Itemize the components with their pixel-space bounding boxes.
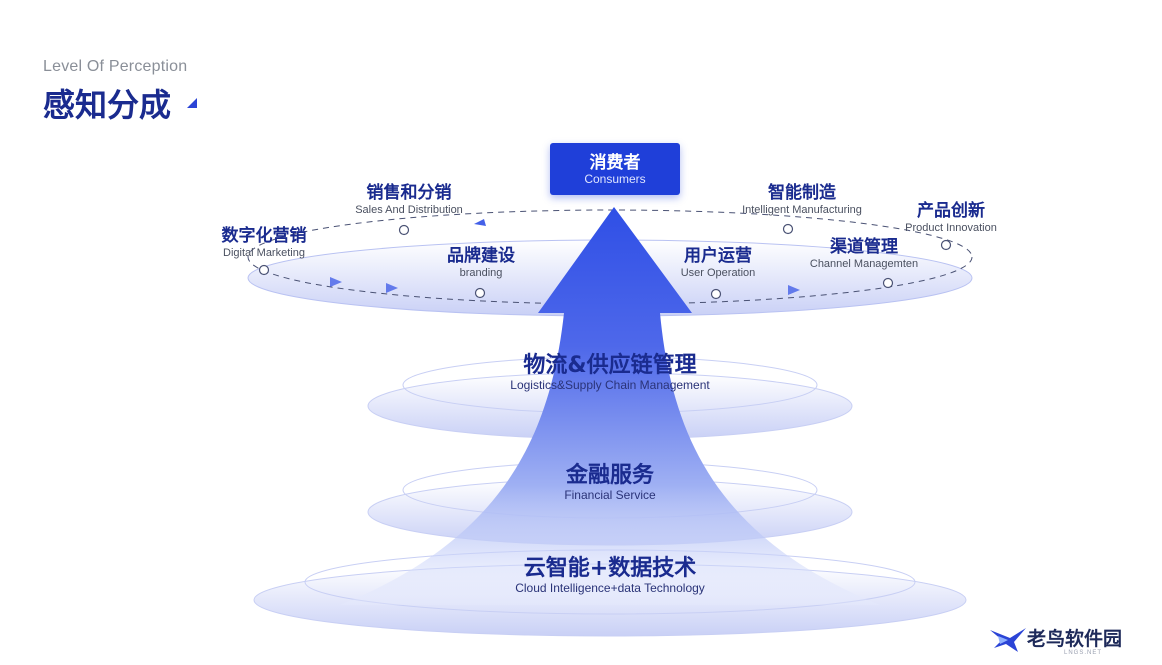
node-digital-marketing: 数字化营销 Digital Marketing [222, 226, 307, 261]
layer-label-cn: 物流&供应链管理 [523, 353, 697, 378]
node-user-operation: 用户运营 User Operation [681, 246, 756, 281]
node-label-en: Sales And Distribution [355, 204, 463, 216]
node-label-cn: 品牌建设 [447, 246, 515, 266]
node-channel-management: 渠道管理 Channel Managemten [810, 237, 918, 272]
ring-arrows [330, 219, 800, 295]
node-label-en: Digital Marketing [223, 247, 305, 259]
consumers-label-cn: 消费者 [589, 153, 641, 173]
node-label-en: branding [459, 267, 503, 279]
watermark: 老鸟软件园 LNGS.NET [960, 612, 1162, 665]
node-label-cn: 渠道管理 [830, 237, 898, 257]
node-label-en: User Operation [680, 267, 756, 279]
watermark-sub: LNGS.NET [1064, 650, 1103, 656]
layer-logistics: 物流&供应链管理 Logistics&Supply Chain Manageme… [510, 353, 709, 392]
layer-label-en: Financial Service [564, 488, 656, 502]
title-corner-mark [187, 98, 197, 108]
node-label-cn: 销售和分销 [366, 183, 452, 203]
node-label-cn: 智能制造 [767, 183, 836, 203]
node-product-innovation: 产品创新 Product Innovation [905, 201, 997, 236]
ring-node-dots [258, 223, 952, 300]
node-label-en: Product Innovation [905, 222, 997, 234]
consumers-box: 消费者 Consumers [550, 143, 680, 195]
node-label-en: Intelligent Manufacturing [742, 204, 862, 216]
node-label-en: Channel Managemten [809, 258, 919, 270]
central-arrow [340, 207, 880, 605]
layer-label-cn: 金融服务 [565, 463, 654, 488]
layer-label-cn: 云智能+数据技术 [523, 556, 697, 581]
node-sales-distribution: 销售和分销 Sales And Distribution [355, 183, 463, 218]
consumers-label-en: Consumers [584, 172, 646, 186]
node-label-cn: 用户运营 [684, 246, 752, 266]
node-label-cn: 产品创新 [916, 201, 985, 221]
page-title: 感知分成 [43, 86, 172, 124]
layer-cloud-data: 云智能+数据技术 Cloud Intelligence+data Technol… [515, 556, 705, 595]
layer-label-en: Cloud Intelligence+data Technology [515, 581, 705, 595]
node-branding: 品牌建设 branding [447, 246, 515, 281]
page-subtitle: Level Of Perception [43, 58, 188, 75]
layer-finance: 金融服务 Financial Service [564, 463, 655, 502]
watermark-name: 老鸟软件园 [1027, 628, 1123, 650]
layer-label-en: Logistics&Supply Chain Management [510, 378, 710, 392]
node-intelligent-manufacturing: 智能制造 Intelligent Manufacturing [742, 183, 862, 218]
node-label-cn: 数字化营销 [221, 226, 307, 246]
bird-logo-icon [990, 628, 1026, 652]
